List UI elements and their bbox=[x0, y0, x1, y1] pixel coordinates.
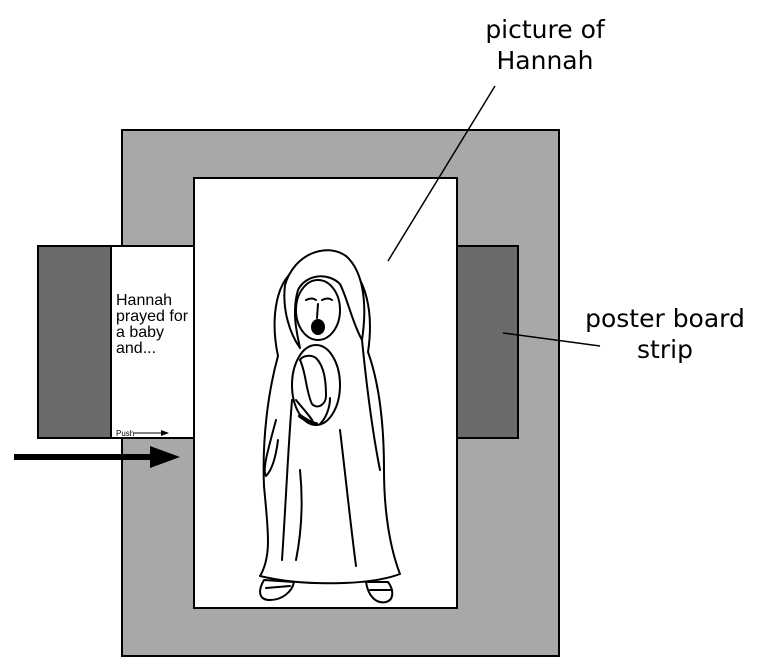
strip-label-line1: poster board bbox=[585, 304, 745, 333]
hannah-figure bbox=[259, 249, 401, 604]
strip-text-card bbox=[110, 245, 195, 439]
poster-board-strip-right bbox=[456, 245, 519, 439]
push-label: Push bbox=[116, 429, 135, 438]
poster-board-strip-left bbox=[37, 245, 113, 439]
picture-of-hannah-label: picture of Hannah bbox=[470, 14, 620, 76]
direction-arrow-icon bbox=[14, 446, 180, 468]
picture-leader-line bbox=[387, 85, 496, 262]
strip-card-text: Hannah prayed for a baby and... bbox=[116, 292, 189, 357]
strip-leader-line bbox=[502, 332, 601, 347]
strip-label-line2: strip bbox=[637, 335, 693, 364]
picture-label-line2: Hannah bbox=[496, 46, 594, 75]
poster-board-strip-label: poster board strip bbox=[570, 303, 760, 365]
picture-label-line1: picture of bbox=[485, 15, 605, 44]
